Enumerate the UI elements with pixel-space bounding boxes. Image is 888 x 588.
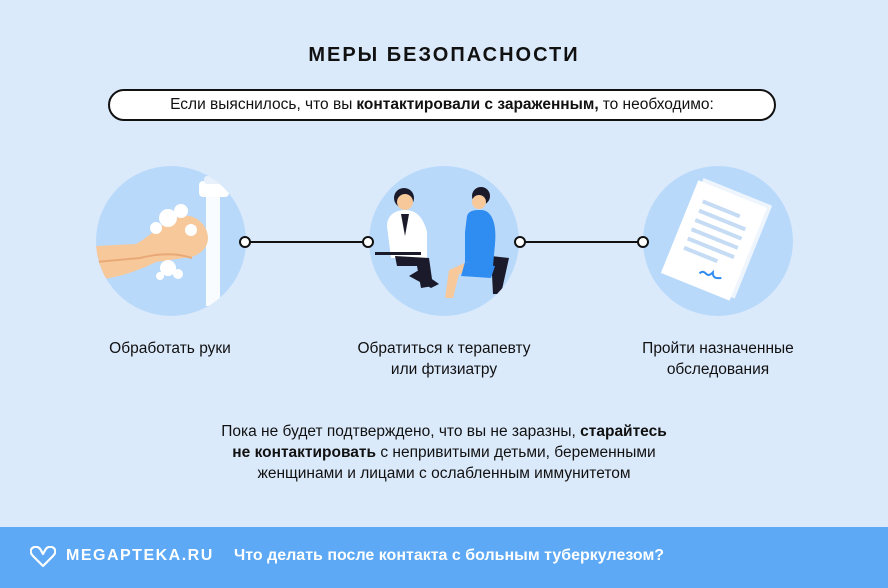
connector-line-2 — [520, 241, 643, 243]
steps-row — [0, 160, 888, 330]
brand-name[interactable]: MEGAPTEKA.RU — [66, 547, 214, 564]
intro-text-after: то необходимо: — [602, 96, 714, 113]
medical-document-illustration — [643, 166, 793, 316]
intro-banner: Если выяснилось, что вы контактировали с… — [108, 89, 776, 121]
note-bold-text: старайтесь — [580, 423, 667, 440]
doctor-consultation-illustration — [369, 166, 519, 316]
connector-dot — [637, 236, 649, 248]
footer-bar: MEGAPTEKA.RU Что делать после контакта с… — [0, 527, 888, 588]
step-label-line: обследования — [666, 361, 770, 378]
safety-note: Пока не будет подтверждено, что вы не за… — [144, 421, 744, 484]
note-bold-text: не контактировать — [232, 444, 377, 461]
footer-caption: Что делать после контакта с больным тубе… — [234, 547, 665, 564]
step-label-examinations: Пройти назначенные обследования — [608, 338, 828, 380]
connector-line-1 — [245, 241, 368, 243]
step-label-line: Обратиться к терапевту — [357, 340, 531, 357]
intro-text-bold: контактировали с зараженным, — [356, 96, 599, 113]
hand-washing-illustration — [96, 166, 246, 316]
step-label-line: Обработать руки — [109, 340, 231, 357]
step-label-line: или фтизиатру — [390, 361, 498, 378]
step-label-see-doctor: Обратиться к терапевту или фтизиатру — [334, 338, 554, 380]
step-label-line: Пройти назначенные — [642, 340, 794, 357]
connector-dot — [239, 236, 251, 248]
intro-text-before: Если выяснилось, что вы — [170, 96, 353, 113]
connector-dot — [362, 236, 374, 248]
step-label-wash-hands: Обработать руки — [60, 338, 280, 359]
heart-m-logo-icon — [30, 546, 56, 568]
connector-dot — [514, 236, 526, 248]
note-text: женщинами и лицами с ослабленным иммунит… — [257, 465, 631, 482]
page-title: МЕРЫ БЕЗОПАСНОСТИ — [308, 44, 580, 66]
note-text: с непривитыми детьми, беременными — [380, 444, 656, 461]
note-text: Пока не будет подтверждено, что вы не за… — [221, 423, 576, 440]
